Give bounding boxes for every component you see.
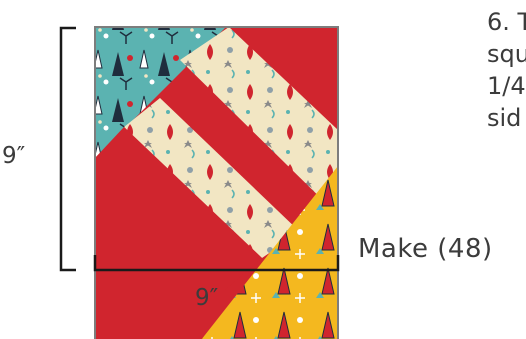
width-label: 9″ [195, 285, 219, 311]
instruction-line: squ [487, 40, 526, 68]
height-label: 9″ [2, 143, 26, 169]
instruction-line: 1/4 [487, 72, 526, 100]
make-count-label: Make (48) [358, 234, 493, 264]
horizontal-dimension-bracket [93, 255, 340, 272]
vertical-dimension-bracket [59, 26, 76, 272]
instruction-line: sid [487, 104, 522, 132]
instruction-text: 6. T squ 1/4 sid [487, 6, 526, 134]
instruction-line: 6. T [487, 8, 526, 36]
